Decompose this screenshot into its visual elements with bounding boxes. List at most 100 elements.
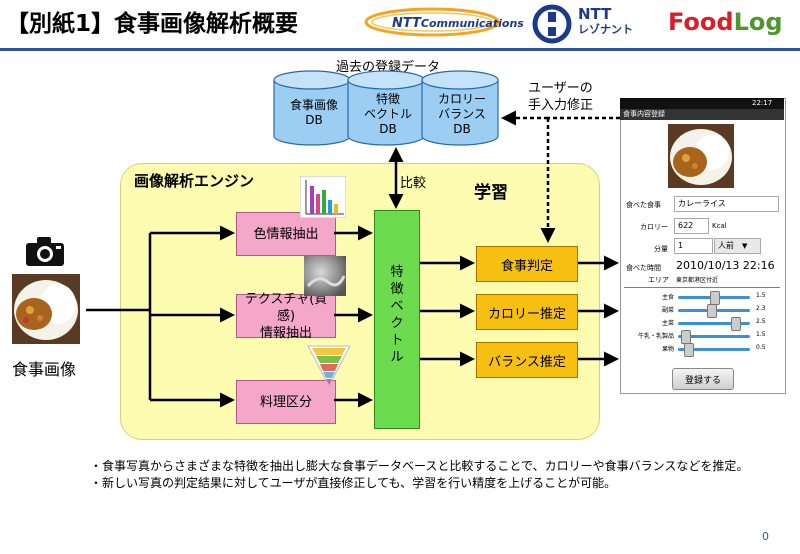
header-divider: [0, 48, 800, 51]
balance-slider-thumb[interactable]: [707, 304, 718, 318]
balance-label: 主食: [661, 294, 674, 301]
ntt-resonant-logo-icon: [532, 4, 572, 44]
calorie-input[interactable]: 622: [674, 218, 709, 234]
balance-slider-track[interactable]: [678, 335, 750, 338]
output-label: バランス推定: [488, 354, 566, 370]
phone-screen-title: 食事内容登録: [623, 110, 665, 118]
feature-vector-bar: [374, 210, 420, 429]
balance-value: 1.5: [756, 292, 766, 299]
time-value: 2010/10/13 22:16: [676, 259, 775, 272]
portion-label: 分量: [654, 245, 668, 253]
foodlog-log: Log: [733, 8, 783, 36]
balance-value: 2.5: [756, 318, 766, 325]
database-caption: 過去の登録データ: [336, 60, 441, 75]
food-photo: [12, 274, 80, 344]
area-value: 東京都港区付近: [676, 277, 719, 284]
texture-extraction-box: テクスチャ(質感)情報抽出: [236, 292, 336, 341]
phone-status-time: 22:17: [752, 99, 773, 107]
camera-icon: [26, 237, 64, 266]
balance-slider-thumb[interactable]: [684, 343, 695, 357]
balance-sliders: 主食 1.5 副菜 2.3 主菜 2.5 牛乳・乳製品 1.5 果物 0.5: [624, 290, 780, 362]
balance-slider-thumb[interactable]: [731, 317, 742, 331]
balance-slider-track[interactable]: [678, 322, 750, 325]
user-correction-line2: 手入力修正: [528, 98, 594, 113]
time-label: 食べた時間: [626, 264, 661, 272]
learning-label: 学習: [474, 183, 508, 203]
extractor-line: 料理区分: [259, 394, 312, 410]
calorie-label: カロリー: [640, 223, 668, 231]
db-line: DB: [379, 122, 397, 136]
area-label: エリア: [648, 276, 669, 284]
portion-unit-select[interactable]: 人前 ▼: [714, 238, 761, 254]
register-button[interactable]: 登録する: [672, 368, 734, 390]
phone-divider: [624, 287, 780, 288]
meal-judgement-box: 食事判定: [476, 246, 578, 282]
db-line: 特徴: [375, 92, 400, 106]
db-line: DB: [305, 113, 323, 127]
page-number: 0: [762, 530, 769, 543]
compare-label: 比較: [400, 176, 427, 191]
meal-label: 食べた食事: [626, 201, 661, 209]
balance-label: 牛乳・乳製品: [637, 333, 674, 340]
engine-label: 画像解析エンジン: [134, 172, 255, 190]
chevron-down-icon: ▼: [742, 242, 748, 250]
db-label-feature-vector: 特徴 ベクトル DB: [352, 92, 424, 137]
calorie-unit: Kcal: [712, 222, 727, 230]
balance-slider-track[interactable]: [678, 348, 750, 351]
bullet-item: ・新しい写真の判定結果に対してユーザが直接修正しても、学習を行い精度を上げること…: [90, 476, 617, 490]
color-histogram-icon: [300, 176, 346, 218]
db-cylinder-calorie-balance: [421, 70, 499, 146]
calorie-estimate-box: カロリー推定: [476, 294, 578, 330]
db-line: カロリー: [437, 92, 486, 106]
balance-value: 0.5: [756, 344, 766, 351]
db-line: ベクトル: [363, 107, 412, 121]
phone-food-photo: [668, 124, 734, 188]
ntt-brand: NTT: [392, 16, 421, 31]
page-title: 【別紙1】食事画像解析概要: [6, 11, 299, 37]
balance-slider-thumb[interactable]: [710, 291, 720, 305]
balance-slider-thumb[interactable]: [681, 330, 692, 344]
balance-estimate-box: バランス推定: [476, 342, 578, 378]
communications-wordmark: Communications: [420, 17, 524, 30]
extractor-line: 情報抽出: [259, 325, 312, 341]
balance-value: 2.3: [756, 305, 766, 312]
phone-status-bar: [620, 98, 784, 109]
ntt-communications-logo: NTTCommunications: [392, 16, 524, 31]
ntt-resonant-line2: レゾナント: [578, 23, 633, 36]
balance-label: 果物: [661, 346, 674, 353]
db-cylinder-feature-vector: [347, 70, 425, 146]
portion-unit-value: 人前: [718, 241, 734, 250]
foodlog-logo: FoodLog: [668, 8, 783, 36]
db-line: 食事画像: [289, 98, 338, 112]
output-label: 食事判定: [500, 258, 553, 274]
foodlog-food: Food: [668, 8, 734, 36]
balance-value: 1.5: [756, 331, 766, 338]
output-label: カロリー推定: [487, 306, 566, 322]
food-image-label: 食事画像: [12, 360, 77, 379]
ntt-resonant-logo: NTT レゾナント: [578, 6, 633, 38]
portion-input[interactable]: 1: [674, 238, 713, 254]
feature-vector-label: 特徴ベクトル: [390, 265, 404, 365]
db-cylinder-food-image: [273, 70, 351, 146]
meal-input[interactable]: カレーライス: [674, 196, 779, 212]
db-label-food-image: 食事画像 DB: [278, 98, 350, 128]
ntt-communications-logo-icon: [364, 7, 500, 37]
description-bullets: ・食事写真からさまざまな特徴を抽出し膨大な食事データベースと比較することで、カロ…: [90, 458, 748, 492]
food-balance-pyramid-icon: [307, 345, 351, 388]
dish-category-box: 料理区分: [236, 380, 336, 424]
phone-title-bar: [620, 109, 784, 120]
db-line: DB: [453, 122, 471, 136]
bullet-item: ・食事写真からさまざまな特徴を抽出し膨大な食事データベースと比較することで、カロ…: [90, 459, 749, 473]
user-correction-line1: ユーザーの: [528, 81, 593, 96]
database-cylinders: [273, 70, 499, 146]
color-extraction-box: 色情報抽出: [236, 212, 336, 256]
ntt-resonant-line1: NTT: [578, 5, 612, 23]
texture-sample-icon: [304, 256, 346, 296]
db-line: バランス: [438, 107, 486, 121]
db-label-calorie-balance: カロリー バランス DB: [426, 92, 498, 137]
extractor-line: 色情報抽出: [253, 226, 319, 242]
user-correction-caption: ユーザーの 手入力修正: [528, 80, 593, 114]
balance-label: 主菜: [661, 320, 674, 327]
balance-label: 副菜: [661, 307, 674, 314]
